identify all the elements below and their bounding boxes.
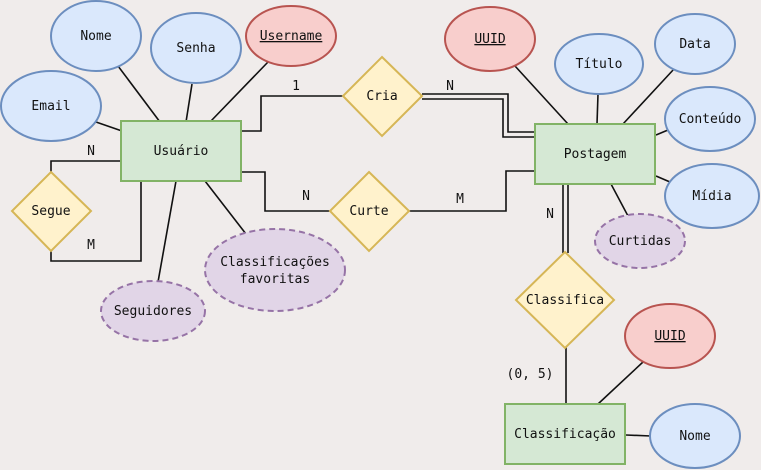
attribute-midia[interactable]: Mídia [664, 163, 760, 229]
attribute-label: Data [679, 37, 710, 52]
attribute-titulo[interactable]: Título [554, 33, 644, 95]
attribute-label-line2: favoritas [240, 272, 310, 287]
edge-cria-postagem-2 [422, 98, 536, 138]
attribute-label: UUID [474, 32, 505, 47]
edge-cria-postagem-1 [422, 93, 536, 133]
relationship-label: Cria [366, 89, 397, 104]
edge-titulo-postagem [596, 93, 599, 125]
attribute-label: Nome [679, 429, 710, 444]
edge-uuid-postagem [514, 65, 569, 125]
attribute-nome-usuario[interactable]: Nome [50, 0, 142, 72]
relationship-cria[interactable]: Cria [341, 55, 424, 138]
attribute-seguidores[interactable]: Seguidores [100, 280, 206, 342]
cardinality-cria-usuario: 1 [292, 79, 300, 94]
edge-nome-usuario [117, 65, 161, 123]
relationship-label: Segue [31, 204, 70, 219]
edge-email-usuario [95, 121, 123, 132]
entity-label: Postagem [564, 147, 627, 162]
attribute-nome-classificacao[interactable]: Nome [649, 403, 741, 469]
edge-curte-postagem [409, 170, 536, 212]
relationship-classifica[interactable]: Classifica [514, 250, 616, 350]
attribute-senha[interactable]: Senha [150, 12, 242, 84]
relationship-label: Curte [349, 204, 388, 219]
attribute-email[interactable]: Email [0, 70, 102, 142]
entity-usuario[interactable]: Usuário [120, 120, 242, 182]
relationship-segue[interactable]: Segue [10, 170, 93, 253]
attribute-label: Nome [80, 29, 111, 44]
edge-senha-usuario [185, 83, 193, 123]
edge-usuario-segue-bottom [50, 181, 142, 262]
attribute-curtidas[interactable]: Curtidas [594, 213, 686, 269]
cardinality-segue-top: N [87, 144, 95, 159]
attribute-label: Conteúdo [679, 112, 742, 127]
edge-data-postagem [622, 68, 675, 125]
edge-conteudo-postagem [655, 129, 669, 136]
relationship-label: Classifica [526, 293, 604, 308]
cardinality-segue-bottom: M [87, 238, 95, 253]
edge-classificacoes-usuario [204, 180, 247, 235]
entity-postagem[interactable]: Postagem [534, 123, 656, 185]
edge-seguidores-usuario [157, 180, 177, 283]
cardinality-labels: 1 N N M N M N (0, 5) [87, 79, 554, 382]
edge-usuario-cria [241, 95, 343, 132]
edge-nome-classificacao [625, 434, 652, 437]
edge-username-usuario [209, 61, 269, 123]
edge-usuario-curte [241, 171, 330, 212]
attribute-uuid-postagem[interactable]: UUID [444, 6, 536, 72]
cardinality-curte-usuario: N [302, 189, 310, 204]
attribute-data[interactable]: Data [654, 13, 736, 75]
cardinality-classifica-postagem: N [546, 207, 554, 222]
attribute-label: Seguidores [114, 304, 192, 319]
attribute-label-line1: Classificações [220, 255, 330, 270]
attribute-label: Senha [176, 41, 215, 56]
attribute-label: Email [31, 99, 70, 114]
attribute-label: Username [260, 29, 323, 44]
cardinality-curte-postagem: M [456, 192, 464, 207]
edges [50, 61, 675, 437]
edge-uuid-classificacao [597, 361, 644, 405]
attribute-uuid-classificacao[interactable]: UUID [624, 303, 716, 369]
attribute-label: UUID [654, 329, 685, 344]
edge-usuario-segue-top [50, 160, 122, 172]
entity-label: Usuário [154, 144, 209, 159]
attribute-conteudo[interactable]: Conteúdo [664, 86, 756, 152]
edge-curtidas-postagem [610, 183, 629, 217]
entity-label: Classificação [514, 427, 616, 442]
cardinality-classifica-classificacao: (0, 5) [507, 367, 554, 382]
attribute-username[interactable]: Username [245, 5, 337, 67]
attribute-classificacoes-favoritas[interactable]: Classificações favoritas [204, 228, 346, 312]
edge-midia-postagem [655, 175, 671, 183]
attribute-label: Mídia [692, 189, 731, 204]
cardinality-cria-postagem: N [446, 79, 454, 94]
attribute-label: Título [576, 57, 623, 72]
attribute-label: Curtidas [609, 234, 672, 249]
entity-classificacao[interactable]: Classificação [504, 403, 626, 465]
relationship-curte[interactable]: Curte [328, 170, 411, 253]
